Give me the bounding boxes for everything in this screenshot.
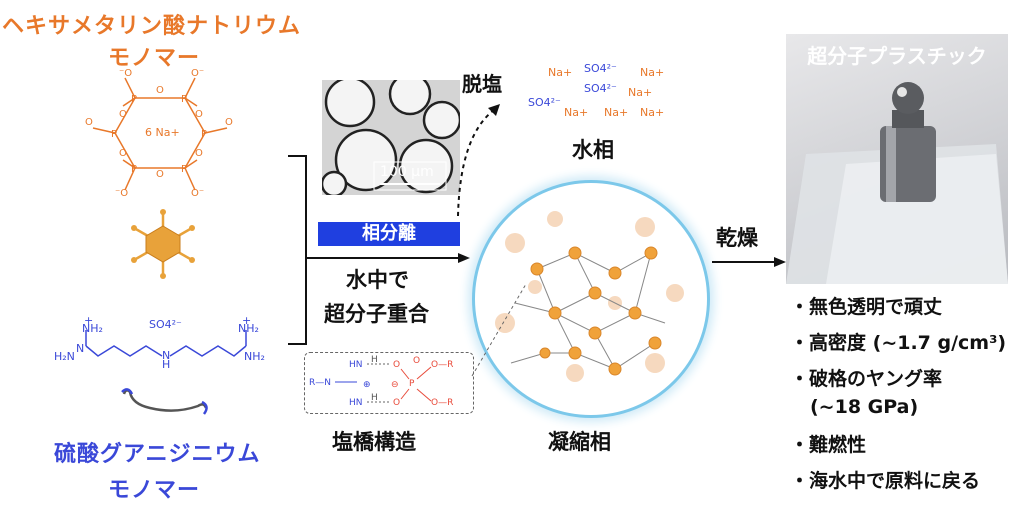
svg-text:N: N xyxy=(162,349,170,362)
photo-title: 超分子プラスチック xyxy=(807,44,987,68)
svg-text:P: P xyxy=(201,129,207,140)
bullet-item: ・無色透明で頑丈 xyxy=(790,296,943,318)
salt-bridge-label: 塩橋構造 xyxy=(332,430,416,454)
svg-text:O: O xyxy=(119,109,127,120)
svg-text:O: O xyxy=(195,109,203,120)
water-phase-label: 水相 xyxy=(572,138,614,162)
guanidinium-monomer-subtitle: モノマー xyxy=(108,478,201,503)
svg-text:P: P xyxy=(409,379,415,389)
svg-text:P: P xyxy=(131,164,137,175)
svg-text:P: P xyxy=(111,129,117,140)
svg-text:O⁻: O⁻ xyxy=(191,68,204,79)
desalting-arrow xyxy=(457,104,500,217)
ion-na-6: Na+ xyxy=(640,106,665,119)
svg-text:NH₂: NH₂ xyxy=(238,322,259,335)
hexametaphosphate-structure: P P P P P P O O O O O O ⁻O O⁻ O O ⁻O O⁻ 6 Na+ xyxy=(85,68,233,198)
svg-text:O: O xyxy=(393,360,400,370)
bullet-item: ・難燃性 xyxy=(790,434,867,456)
bullet-item: ・破格のヤング率 xyxy=(790,368,943,390)
svg-text:⁻O: ⁻O xyxy=(119,68,132,79)
svg-text:H: H xyxy=(371,355,378,365)
ion-na-3: Na+ xyxy=(628,86,653,99)
svg-text:HN: HN xyxy=(349,398,363,408)
svg-text:⊕: ⊕ xyxy=(363,380,371,390)
svg-text:R—N: R—N xyxy=(309,378,331,388)
svg-text:O: O xyxy=(225,117,233,128)
svg-text:O: O xyxy=(85,117,93,128)
bullet-text: 破格のヤング率 xyxy=(809,368,943,390)
svg-text:O: O xyxy=(119,148,127,159)
ion-na-2: Na+ xyxy=(640,66,665,79)
ion-na-1: Na+ xyxy=(548,66,573,79)
drying-label: 乾燥 xyxy=(716,226,758,250)
bullet-text: 高密度 (~1.7 g/cm³) xyxy=(809,332,1007,354)
svg-text:O: O xyxy=(156,169,164,180)
svg-text:⁻O: ⁻O xyxy=(115,188,128,198)
condensed-phase-circle xyxy=(472,180,710,418)
svg-text:+: + xyxy=(242,314,251,327)
guanidinium-monomer-title: 硫酸グアニジニウム xyxy=(54,442,261,467)
hexagon-monomer-icon xyxy=(131,209,195,279)
ion-so4-3: SO4²⁻ xyxy=(528,96,561,109)
svg-text:⊖: ⊖ xyxy=(391,380,399,390)
svg-text:H₂N: H₂N xyxy=(54,350,75,363)
drying-arrow xyxy=(712,257,786,267)
polymerization-label-line2: 超分子重合 xyxy=(324,302,429,326)
ion-na-4: Na+ xyxy=(564,106,589,119)
bullet-text: 海水中で原料に戻る xyxy=(809,470,981,492)
linker-monomer-icon xyxy=(121,388,208,415)
merge-bracket xyxy=(288,155,470,345)
scale-bar-label: 100 μm xyxy=(380,164,434,180)
plastic-photo: 超分子プラスチック xyxy=(786,34,1008,284)
bullet-item-continued: (~18 GPa) xyxy=(810,396,918,418)
svg-text:O: O xyxy=(413,356,420,366)
svg-text:O: O xyxy=(393,398,400,408)
guanidinium-so4-label: SO4²⁻ xyxy=(149,318,182,331)
svg-text:H: H xyxy=(162,358,170,371)
bullet-item: ・高密度 (~1.7 g/cm³) xyxy=(790,332,1007,354)
sodium-monomer-title: ヘキサメタリン酸ナトリウム xyxy=(2,14,302,39)
svg-text:+: + xyxy=(84,314,93,327)
sodium-monomer-subtitle: モノマー xyxy=(108,46,201,71)
svg-text:O: O xyxy=(156,85,164,96)
salt-bridge-box: R—N HN HN ⊕ H H O O P ⊖ O O—R O—R xyxy=(304,352,474,414)
bullet-text: 難燃性 xyxy=(809,434,867,456)
ring-na-label: 6 Na+ xyxy=(145,126,180,139)
svg-text:O⁻: O⁻ xyxy=(191,188,204,198)
microscope-image: 100 μm xyxy=(322,80,460,195)
svg-text:NH₂: NH₂ xyxy=(82,322,103,335)
svg-text:O—R: O—R xyxy=(431,360,453,370)
bullet-text: (~18 GPa) xyxy=(810,396,919,418)
svg-text:H: H xyxy=(371,393,378,403)
bullet-item: ・海水中で原料に戻る xyxy=(790,470,981,492)
svg-text:NH₂: NH₂ xyxy=(244,350,265,363)
ion-so4-1: SO4²⁻ xyxy=(584,62,617,75)
desalting-label: 脱塩 xyxy=(462,72,502,96)
zoom-connector xyxy=(471,283,527,377)
svg-text:O—R: O—R xyxy=(431,398,453,408)
phase-separation-banner: 相分離 xyxy=(318,222,460,246)
svg-text:P: P xyxy=(131,94,137,105)
svg-text:P: P xyxy=(181,94,187,105)
condensed-phase-label: 凝縮相 xyxy=(548,430,611,454)
ion-so4-2: SO4²⁻ xyxy=(584,82,617,95)
ion-na-5: Na+ xyxy=(604,106,629,119)
svg-text:N: N xyxy=(76,342,84,355)
bullet-text: 無色透明で頑丈 xyxy=(809,296,943,318)
svg-text:HN: HN xyxy=(349,360,363,370)
guanidinium-structure: +NH₂ H₂N N HN +NH₂ NH₂ SO4²⁻ xyxy=(54,314,265,371)
svg-text:P: P xyxy=(181,164,187,175)
polymerization-label-line1: 水中で xyxy=(346,268,409,292)
svg-text:O: O xyxy=(195,148,203,159)
